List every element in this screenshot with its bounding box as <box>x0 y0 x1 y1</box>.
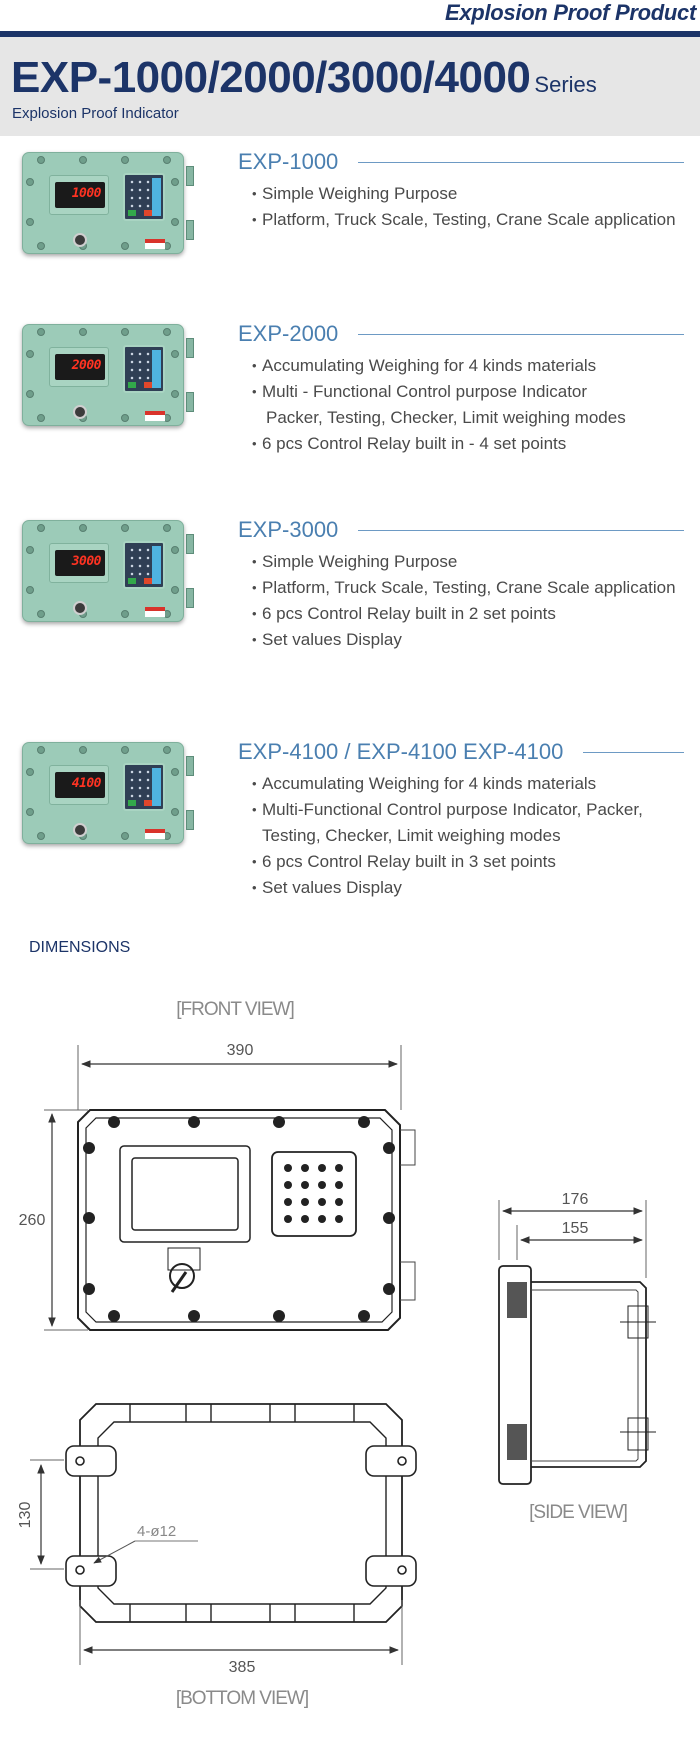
brand-header: Explosion Proof Product <box>0 0 700 30</box>
brand-divider <box>0 31 700 37</box>
product-photo: 3000 <box>16 516 196 628</box>
model-heading: EXP-3000 <box>238 516 684 544</box>
power-switch-icon <box>73 823 87 837</box>
front-view-drawing: [FRONT VIEW] 390 260 <box>19 999 416 1331</box>
indicator-enclosure-image: 4100 <box>16 738 196 850</box>
model-name: EXP-1000 <box>238 149 339 174</box>
front-width-value: 390 <box>227 1042 254 1059</box>
brand-label: Explosion Proof Product <box>445 0 696 25</box>
warning-label-icon <box>145 829 165 839</box>
hole-spacing-value: 130 <box>17 1502 34 1529</box>
feature-item: •Platform, Truck Scale, Testing, Crane S… <box>252 578 676 597</box>
feature-item: •Set values Display <box>252 630 402 649</box>
heading-rule <box>358 529 684 531</box>
dimension-drawings: [FRONT VIEW] 390 260 <box>0 960 700 1740</box>
bottom-view-caption: [BOTTOM VIEW] <box>176 1688 308 1709</box>
display-readout: 3000 <box>55 550 105 576</box>
front-height-value: 260 <box>19 1212 46 1229</box>
feature-item: •6 pcs Control Relay built in 2 set poin… <box>252 604 556 623</box>
display-readout: 4100 <box>55 772 105 798</box>
bottom-view-drawing: 130 4-ø12 385 [BOTTOM VIEW] <box>17 1403 417 1709</box>
heading-rule <box>583 751 684 753</box>
warning-label-icon <box>145 607 165 617</box>
feature-item: •6 pcs Control Relay built in - 4 set po… <box>252 434 567 453</box>
feature-item: •Multi - Functional Control purpose Indi… <box>252 382 588 401</box>
feature-list: •Simple Weighing Purpose •Platform, Truc… <box>252 549 676 653</box>
model-heading: EXP-1000 <box>238 148 684 176</box>
hole-note: 4-ø12 <box>137 1523 176 1540</box>
series-suffix: Series <box>534 72 597 97</box>
heading-rule <box>358 333 684 335</box>
feature-item-continued: Packer, Testing, Checker, Limit weighing… <box>266 408 626 427</box>
heading-rule <box>358 161 684 163</box>
power-switch-icon <box>73 405 87 419</box>
warning-label-icon <box>145 411 165 421</box>
side-view-caption: [SIDE VIEW] <box>529 1502 627 1523</box>
display-readout: 1000 <box>55 182 105 208</box>
feature-item: •Platform, Truck Scale, Testing, Crane S… <box>252 210 676 229</box>
dimensions-heading: DIMENSIONS <box>29 939 131 956</box>
feature-item: •Multi-Functional Control purpose Indica… <box>252 800 643 819</box>
product-photo: 4100 <box>16 738 196 850</box>
keypad-icon <box>123 763 165 811</box>
model-heading: EXP-4100 / EXP-4100 EXP-4100 <box>238 738 684 766</box>
side-depth-body-value: 155 <box>562 1220 589 1237</box>
page-title-text: EXP-1000/2000/3000/4000 <box>11 53 531 102</box>
power-switch-icon <box>73 233 87 247</box>
feature-item-continued: Testing, Checker, Limit weighing modes <box>262 826 561 845</box>
warning-label-icon <box>145 239 165 249</box>
model-name: EXP-4100 / EXP-4100 EXP-4100 <box>238 739 564 764</box>
feature-item: •Accumulating Weighing for 4 kinds mater… <box>252 356 597 375</box>
product-photo: 2000 <box>16 320 196 432</box>
feature-list: •Accumulating Weighing for 4 kinds mater… <box>252 353 626 457</box>
keypad-icon <box>123 541 165 589</box>
feature-list: •Simple Weighing Purpose •Platform, Truc… <box>252 181 676 233</box>
feature-item: •Simple Weighing Purpose <box>252 184 458 203</box>
indicator-enclosure-image: 3000 <box>16 516 196 628</box>
model-name: EXP-3000 <box>238 517 339 542</box>
feature-list: •Accumulating Weighing for 4 kinds mater… <box>252 771 643 901</box>
display-readout: 2000 <box>55 354 105 380</box>
product-photo: 1000 <box>16 148 196 260</box>
feature-item: •Accumulating Weighing for 4 kinds mater… <box>252 774 597 793</box>
page-subtitle: Explosion Proof Indicator <box>12 105 179 122</box>
feature-item: •Set values Display <box>252 878 402 897</box>
side-view-drawing: 176 155 [SIDE VIEW] <box>498 1191 656 1523</box>
front-view-caption: [FRONT VIEW] <box>176 999 293 1020</box>
indicator-enclosure-image: 2000 <box>16 320 196 432</box>
bottom-width-value: 385 <box>229 1659 256 1676</box>
keypad-icon <box>123 173 165 221</box>
feature-item: •Simple Weighing Purpose <box>252 552 458 571</box>
indicator-enclosure-image: 1000 <box>16 148 196 260</box>
side-depth-total-value: 176 <box>562 1191 589 1208</box>
power-switch-icon <box>73 601 87 615</box>
feature-item: •6 pcs Control Relay built in 3 set poin… <box>252 852 556 871</box>
keypad-icon <box>123 345 165 393</box>
model-name: EXP-2000 <box>238 321 339 346</box>
model-heading: EXP-2000 <box>238 320 684 348</box>
